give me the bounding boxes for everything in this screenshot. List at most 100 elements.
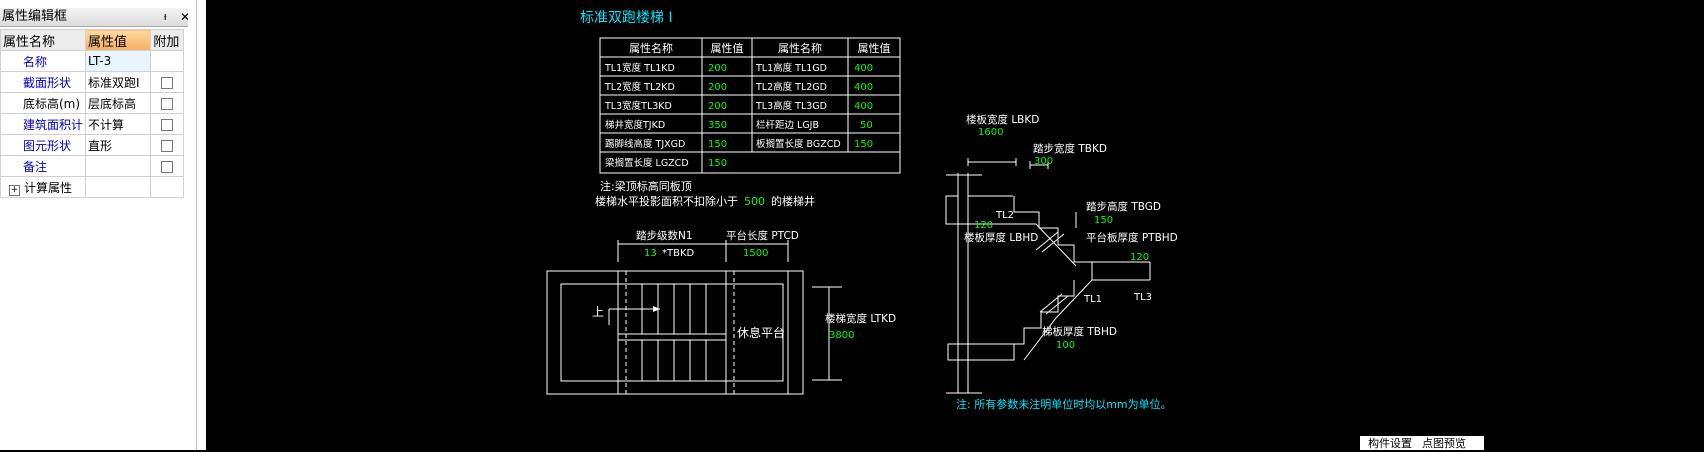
table-cell: 板搁置长度 BGZCD	[756, 138, 841, 150]
steps-value: 13	[644, 248, 657, 259]
expand-cell[interactable]: + 计算属性	[0, 176, 87, 198]
expand-row[interactable]: + 计算属性	[0, 176, 184, 198]
rest-platform-label: 休息平台	[737, 325, 785, 340]
extra-checkbox[interactable]	[161, 139, 174, 152]
expand-label: 计算属性	[24, 180, 73, 195]
table-header: 属性名称	[629, 41, 673, 55]
row-value-input[interactable]: 直形	[85, 134, 152, 156]
param-table: 属性名称 属性值 属性名称 属性值 TL1宽度 TL1KD 200 TL1高度 …	[599, 37, 901, 174]
floor-width-value: 1600	[978, 127, 1003, 138]
table-cell: TL1高度 TL1GD	[755, 62, 827, 74]
table-cell: 200	[708, 101, 727, 112]
row-name: 建筑面积计	[0, 113, 87, 135]
note-area-pre: 楼梯水平投影面积不扣除小于	[595, 194, 738, 208]
header-extra: 附加	[150, 29, 184, 51]
table-cell: 梯井宽度TJKD	[605, 119, 665, 131]
table-cell: TL1宽度 TL1KD	[604, 62, 675, 74]
expand-extra	[150, 176, 184, 198]
table-row[interactable]: 底标高(m) 层底标高	[0, 92, 184, 114]
platform-thickness-value: 120	[1130, 252, 1149, 263]
flight-thickness-label: 梯板厚度 TBHD	[1042, 325, 1117, 338]
expand-plus-icon[interactable]: +	[9, 184, 20, 196]
extra-checkbox[interactable]	[161, 160, 174, 173]
tab-preview[interactable]: 点图预览	[1422, 437, 1466, 450]
table-cell: TL2高度 TL2GD	[755, 81, 827, 93]
table-header: 属性值	[711, 41, 744, 55]
row-value-input[interactable]: 标准双跑I	[85, 71, 152, 93]
splitter-line	[196, 0, 197, 450]
row-value-input[interactable]	[85, 155, 152, 177]
platform-length-label: 平台长度 PTCD	[726, 229, 799, 242]
tread-width-label: 踏步宽度 TBKD	[1033, 142, 1107, 155]
plan-view: 踏步级数N1 平台长度 PTCD 13 *TBKD 1500 上 休息平台	[546, 229, 896, 395]
up-label: 上	[592, 305, 604, 319]
header-value: 属性值	[85, 29, 152, 51]
tl2-label: TL2	[995, 210, 1014, 221]
property-grid: 属性名称 属性值 附加 名称 LT-3 截面形状 标准双跑I 底标高(m) 层底…	[0, 29, 184, 198]
row-extra	[150, 71, 184, 93]
table-cell: 踢脚线高度 TJXGD	[605, 138, 685, 150]
table-cell: 150	[708, 139, 727, 150]
table-row[interactable]: 图元形状 直形	[0, 134, 184, 156]
table-cell: 200	[708, 63, 727, 74]
pin-icon[interactable]: ᵼ	[164, 10, 167, 23]
row-value-input[interactable]: 不计算	[85, 113, 152, 135]
note-area-post: 的楼梯井	[771, 194, 815, 208]
table-cell: 400	[854, 82, 873, 93]
property-panel: 属性编辑框 ᵼ ✕ 属性名称 属性值 附加 名称 LT-3 截面形状 标准双跑I…	[0, 0, 196, 450]
floor-width-label: 楼板宽度 LBKD	[966, 113, 1039, 126]
units-note: 注: 所有参数未注明单位时均以mm为单位。	[956, 397, 1172, 411]
row-name: 底标高(m)	[0, 92, 87, 114]
panel-titlebar: 属性编辑框 ᵼ ✕	[0, 8, 196, 27]
table-cell: 200	[708, 82, 727, 93]
table-row[interactable]: 建筑面积计 不计算	[0, 113, 184, 135]
floor-thickness-label: 楼板厚度 LBHD	[964, 231, 1038, 244]
grid-header: 属性名称 属性值 附加	[0, 29, 184, 51]
expand-value	[85, 176, 152, 198]
tl1-label: TL1	[1083, 294, 1102, 305]
table-row[interactable]: 名称 LT-3	[0, 50, 184, 72]
table-cell: TL2宽度 TL2KD	[604, 81, 675, 93]
tread-width-value: 300	[1034, 156, 1053, 167]
table-cell: TL3宽度TL3KD	[604, 100, 672, 112]
riser-height-value: 150	[1094, 215, 1113, 226]
tab-component-settings[interactable]: 构件设置	[1368, 437, 1412, 450]
table-cell: 150	[708, 158, 727, 169]
header-name: 属性名称	[0, 29, 87, 51]
note-beam: 注:梁顶标高同板顶	[600, 179, 692, 193]
panel-splitter[interactable]	[188, 0, 206, 450]
steps-mult: *TBKD	[662, 248, 695, 259]
row-extra	[150, 113, 184, 135]
table-row[interactable]: 备注	[0, 155, 184, 177]
table-cell: 梁搁置长度 LGZCD	[605, 157, 689, 169]
panel-title: 属性编辑框	[2, 9, 68, 24]
table-row[interactable]: 截面形状 标准双跑I	[0, 71, 184, 93]
steps-label: 踏步级数N1	[636, 229, 693, 242]
close-icon[interactable]: ✕	[180, 10, 191, 24]
floor-thickness-value: 120	[974, 220, 993, 231]
extra-checkbox[interactable]	[161, 76, 174, 89]
row-value-input[interactable]: 层底标高	[85, 92, 152, 114]
row-name: 图元形状	[0, 134, 87, 156]
stair-width-value: 3800	[829, 330, 854, 341]
section-view: 楼板宽度 LBKD 1600 踏步宽度 TBKD 300 踏步高度 TBGD 1…	[945, 113, 1178, 394]
stair-width-label: 楼梯宽度 LTKD	[825, 312, 896, 325]
row-name: 名称	[0, 50, 87, 72]
extra-checkbox[interactable]	[161, 118, 174, 131]
row-value-input[interactable]: LT-3	[85, 50, 152, 72]
drawing-title: 标准双跑楼梯 I	[580, 10, 673, 26]
table-cell: 栏杆距边 LGJB	[756, 119, 819, 131]
platform-length-value: 1500	[743, 248, 768, 259]
tl3-label: TL3	[1133, 292, 1152, 303]
platform-thickness-label: 平台板厚度 PTBHD	[1086, 231, 1178, 244]
row-extra	[150, 50, 184, 72]
table-header: 属性名称	[778, 41, 822, 55]
row-name: 截面形状	[0, 71, 87, 93]
bottom-tabs: 构件设置点图预览	[1360, 436, 1484, 450]
stair-drawing: 标准双跑楼梯 I 属性名称 属性值 属性名称 属性值 TL1宽度 TL1KD 2…	[546, 10, 1178, 411]
extra-checkbox[interactable]	[161, 97, 174, 110]
flight-thickness-value: 100	[1056, 340, 1075, 351]
table-header: 属性值	[858, 41, 891, 55]
row-name: 备注	[0, 155, 87, 177]
